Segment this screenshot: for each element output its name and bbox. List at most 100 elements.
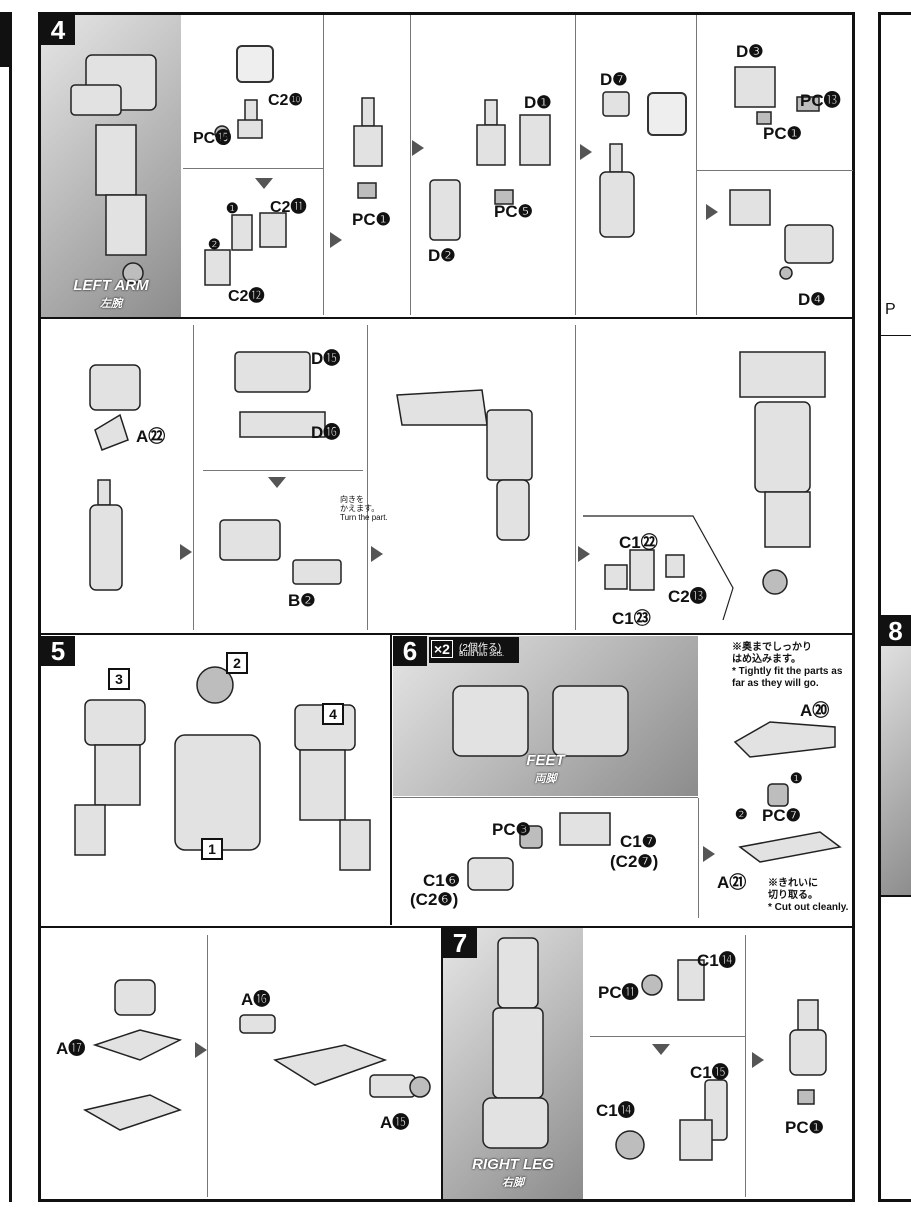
step-7-number: 7 — [443, 928, 477, 958]
left-arm-caption-jp: 左腕 — [100, 298, 122, 310]
turn-part-note: 向きを かえます。 Turn the part. — [340, 495, 388, 522]
divider — [590, 1036, 745, 1037]
divider — [323, 15, 324, 315]
divider — [41, 317, 853, 319]
label-pc7: PC❼ — [762, 806, 801, 825]
step7-assembled-part — [789, 999, 827, 1105]
right-arrow — [706, 204, 718, 220]
divider — [441, 928, 443, 1200]
multiplier-jp: (2個作る) — [459, 643, 502, 654]
step4b-parts-d15-d16 — [234, 351, 326, 438]
label-a22: A㉒ — [136, 427, 166, 446]
divider — [390, 635, 392, 925]
right-leg-illustration — [482, 937, 549, 1149]
right-leg-caption-en: RIGHT LEG — [472, 1156, 554, 1173]
divider — [367, 325, 368, 630]
label-pc1-7: PC❶ — [785, 1118, 824, 1137]
label-c1-15: C1⓯ — [690, 1063, 729, 1082]
label-n1: ❶ — [226, 200, 239, 216]
step4-parts-d4 — [729, 189, 834, 280]
left-arm-photo: LEFT ARM 左腕 — [41, 15, 181, 317]
label-c1-14b: C1⓮ — [596, 1101, 635, 1120]
feet-caption: FEET 両脚 — [393, 752, 698, 786]
step4b-parts-b2 — [219, 519, 342, 585]
right-arrow — [703, 846, 715, 862]
divider — [207, 935, 208, 1197]
label-pc11: PC⓫ — [598, 983, 639, 1002]
label-c2-7: (C2❼) — [610, 852, 659, 871]
build-two-badge: ×2 (2個作る) Build two sets. — [429, 637, 519, 663]
divider — [881, 895, 911, 897]
right-arrow — [195, 1042, 207, 1058]
label-d1: D❶ — [524, 93, 552, 112]
feet-caption-en: FEET — [526, 752, 565, 769]
step6b-parts-a16-a15 — [239, 1014, 431, 1098]
divider — [41, 633, 853, 635]
label-a17: A⓱ — [56, 1039, 86, 1058]
step4b-assembled-arm — [739, 351, 826, 595]
divider — [183, 168, 323, 169]
divider — [696, 170, 853, 171]
label-a16: A⓰ — [241, 990, 271, 1009]
divider — [575, 325, 576, 630]
divider — [575, 15, 576, 315]
step6-parts-foot — [733, 721, 842, 863]
label-c2-13: C2⓭ — [668, 587, 707, 606]
part-2-badge: 2 — [226, 652, 248, 674]
left-strip-header — [0, 12, 12, 67]
label-c2-11: C2⓫ — [270, 199, 307, 216]
divider — [203, 470, 363, 471]
left-arm-illustration — [70, 54, 157, 284]
divider — [193, 325, 194, 630]
label-c1-7: C1❼ — [620, 832, 657, 851]
label-pc15: PC⓯ — [193, 130, 232, 147]
step4-arm-part — [353, 97, 383, 199]
label-d4: D❹ — [798, 290, 826, 309]
feet-caption-jp: 両脚 — [534, 773, 557, 785]
step4-parts-d3 — [734, 66, 820, 125]
label-c1-6: C1❻ — [423, 871, 460, 890]
label-pc1b: PC❶ — [763, 124, 802, 143]
divider — [881, 335, 911, 336]
feet-illustration — [452, 685, 629, 757]
right-arrow — [580, 144, 592, 160]
step4b-turned-arm — [396, 389, 533, 541]
step6b-parts-a17 — [82, 979, 183, 1131]
step-8-number: 8 — [880, 616, 911, 646]
divider — [745, 935, 746, 1197]
label-a21: A㉑ — [717, 873, 747, 892]
step-6-number: 6 — [393, 636, 427, 666]
step4-detail-box — [236, 45, 274, 83]
label-b2: B❷ — [288, 591, 316, 610]
label-a20: A⑳ — [800, 701, 830, 720]
label-c1-22: C1㉒ — [619, 533, 658, 552]
left-arm-caption: LEFT ARM 左腕 — [41, 277, 181, 311]
right-leg-photo: RIGHT LEG 右脚 — [443, 928, 583, 1199]
label-d15: D⓯ — [311, 349, 341, 368]
divider — [393, 797, 698, 798]
divider — [41, 926, 393, 928]
label-d16: D⓰ — [311, 423, 341, 442]
right-arrow — [412, 140, 424, 156]
label-n1-6: ❶ — [790, 770, 803, 786]
label-pc13: PC⓭ — [800, 91, 841, 110]
label-pc5: PC❺ — [494, 202, 533, 221]
right-page-strip: P — [878, 12, 911, 1202]
divider — [410, 15, 411, 315]
feet-photo: FEET 両脚 — [393, 636, 698, 796]
step4-parts-c2-10 — [214, 99, 263, 141]
divider — [393, 926, 853, 928]
step7-parts-c1-15 — [615, 1079, 728, 1161]
step-5-number: 5 — [41, 636, 75, 666]
right-arrow — [180, 544, 192, 560]
step5-torso-assembly — [74, 666, 371, 871]
step4-d7-detail-box — [647, 92, 687, 136]
note-cut-cleanly: ※きれいに 切り取る。 * Cut out cleanly. — [768, 878, 849, 913]
label-pc1a: PC❶ — [352, 210, 391, 229]
right-arrow — [578, 546, 590, 562]
step4-arm-d7 — [599, 91, 635, 238]
step4-parts-c2-11 — [204, 212, 287, 286]
label-c1-14a: C1⓮ — [697, 951, 736, 970]
down-arrow — [255, 178, 273, 189]
label-c2-6: (C2❻) — [410, 890, 459, 909]
